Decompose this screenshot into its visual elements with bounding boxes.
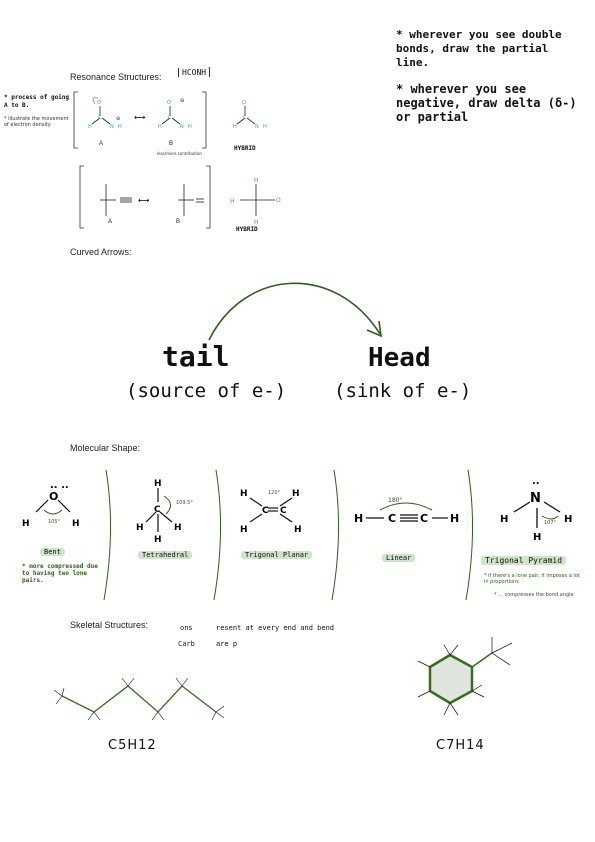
svg-text:C: C bbox=[280, 506, 287, 516]
resonance-label-2-hybrid: HYBRID bbox=[236, 226, 258, 233]
shape-label-tetrahedral: Tetrahedral bbox=[138, 551, 193, 559]
svg-text:⟷: ⟷ bbox=[138, 196, 150, 205]
svg-text:109.5°: 109.5° bbox=[176, 500, 193, 506]
svg-text:N: N bbox=[530, 491, 541, 506]
svg-text:H: H bbox=[500, 514, 508, 525]
resonance-label-1b: B bbox=[169, 141, 174, 147]
note-double-bonds: * wherever you see double bonds, draw th… bbox=[396, 28, 562, 69]
resonance-formula: HCONH bbox=[182, 68, 207, 77]
skeletal-note-d: are p bbox=[216, 640, 238, 648]
pentane-skeleton bbox=[53, 677, 225, 721]
svg-text:H: H bbox=[564, 514, 572, 525]
svg-text:H: H bbox=[450, 512, 459, 525]
tail-label: tail bbox=[162, 340, 230, 373]
curved-arrow bbox=[208, 282, 382, 341]
resonance-formula-box: HCONH bbox=[178, 68, 211, 77]
svg-text:H: H bbox=[533, 532, 541, 543]
svg-text:H: H bbox=[254, 177, 259, 184]
shape-label-bent: Bent bbox=[40, 548, 65, 556]
svg-text:O: O bbox=[276, 197, 281, 204]
svg-text:H: H bbox=[240, 489, 248, 499]
svg-text:H: H bbox=[136, 523, 144, 533]
svg-text:C: C bbox=[154, 505, 161, 515]
svg-text:C: C bbox=[98, 115, 102, 121]
resonance-diagram: O C H N H ⊖ ⟷ O C H N H ⊖ O C H N H ⟷ H … bbox=[73, 91, 281, 229]
svg-text:H: H bbox=[154, 479, 162, 489]
svg-text:H: H bbox=[88, 124, 92, 130]
svg-text:O: O bbox=[97, 100, 101, 106]
svg-text:180°: 180° bbox=[388, 497, 402, 504]
svg-text:N: N bbox=[255, 124, 259, 130]
svg-text:H: H bbox=[118, 124, 122, 130]
svg-text:120°: 120° bbox=[268, 490, 281, 496]
svg-text:O: O bbox=[49, 490, 58, 503]
resonance-label-2b: B bbox=[176, 219, 181, 225]
molecular-shapes-diagram: O H H .. .. 105° H C H H H 109.5° H H C … bbox=[22, 469, 572, 601]
note-negative: * wherever you see negative, draw delta … bbox=[396, 82, 577, 124]
bent-note: * more compressed due to having two lone… bbox=[22, 563, 98, 584]
svg-text:H: H bbox=[154, 535, 162, 545]
note-electron-density: * illustrate the movement of electron de… bbox=[4, 116, 69, 128]
svg-text:H: H bbox=[188, 124, 192, 130]
svg-text:H: H bbox=[174, 523, 182, 533]
svg-text:C: C bbox=[420, 512, 428, 525]
svg-text:.. ..: .. .. bbox=[50, 480, 69, 491]
head-label: Head bbox=[368, 343, 431, 373]
head-sub-label: (sink of e-) bbox=[334, 380, 472, 402]
resonance-label-1-hybrid: HYBRID bbox=[234, 145, 256, 152]
curved-arrows-title: Curved Arrows: bbox=[70, 247, 132, 257]
svg-text:O: O bbox=[167, 100, 171, 106]
svg-text:H: H bbox=[240, 525, 248, 535]
pyramid-note-2: * ... compresses the bond angle bbox=[494, 592, 574, 598]
svg-text:H: H bbox=[233, 124, 237, 130]
svg-text:⟷: ⟷ bbox=[134, 113, 146, 122]
resonance-charge: - bbox=[208, 63, 211, 72]
svg-text:H: H bbox=[254, 219, 259, 226]
shape-label-trigonal-planar: Trigonal Planar bbox=[241, 551, 313, 559]
svg-text:C: C bbox=[243, 115, 247, 121]
svg-text:107°: 107° bbox=[544, 520, 557, 526]
resonance-label-2a: A bbox=[108, 219, 113, 225]
methylcyclohexane-formula: C7H14 bbox=[436, 738, 485, 753]
svg-text:⊖: ⊖ bbox=[116, 116, 120, 122]
svg-text:C: C bbox=[168, 115, 172, 121]
structure-1a bbox=[91, 97, 111, 125]
svg-text:H: H bbox=[294, 525, 302, 535]
resonance-title: Resonance Structures: bbox=[70, 72, 162, 82]
svg-text:H: H bbox=[230, 198, 235, 205]
svg-text:C: C bbox=[388, 512, 396, 525]
methylcyclohexane-skeleton bbox=[417, 637, 513, 716]
svg-text:O: O bbox=[242, 100, 246, 106]
skeletal-note-b: resent at every end and bend bbox=[216, 624, 335, 632]
shape-label-linear: Linear bbox=[382, 554, 416, 562]
skeletal-note-a: ons bbox=[180, 624, 193, 632]
pyramid-note-1: * if there's a lone pair, it imposes a l… bbox=[484, 573, 580, 585]
svg-text:N: N bbox=[110, 124, 114, 130]
resonance-contribution-note: less/more contribution bbox=[157, 151, 202, 156]
pentane-formula: C5H12 bbox=[108, 738, 157, 753]
svg-text:H: H bbox=[354, 512, 363, 525]
svg-text:..: .. bbox=[532, 476, 540, 487]
skeletal-note-c: Carb bbox=[178, 640, 195, 648]
shape-label-trigonal-pyramid: Trigonal Pyramid bbox=[481, 556, 567, 565]
svg-text:C: C bbox=[262, 506, 269, 516]
resonance-label-1a: A bbox=[99, 141, 104, 147]
svg-text:H: H bbox=[72, 519, 80, 529]
svg-text:H: H bbox=[292, 489, 300, 499]
svg-text:H: H bbox=[158, 124, 162, 130]
molecular-shape-title: Molecular Shape: bbox=[70, 443, 141, 453]
skeletal-title: Skeletal Structures: bbox=[70, 620, 149, 630]
svg-text:N: N bbox=[180, 124, 184, 130]
note-process: * process of going A to B. bbox=[4, 94, 70, 109]
svg-text:H: H bbox=[263, 124, 267, 130]
svg-text:⊖: ⊖ bbox=[180, 98, 184, 104]
svg-text:105°: 105° bbox=[48, 519, 61, 525]
svg-text:H: H bbox=[22, 519, 30, 529]
tail-sub-label: (source of e-) bbox=[126, 380, 287, 402]
